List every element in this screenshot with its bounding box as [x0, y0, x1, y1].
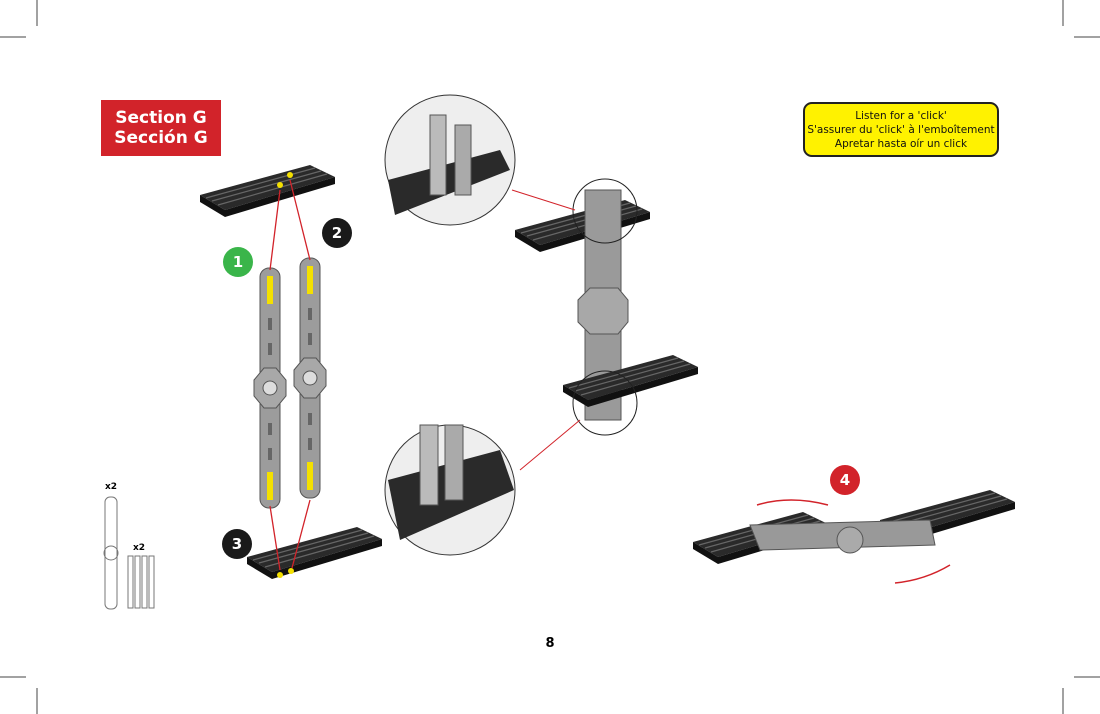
step-4-badge: 4	[830, 465, 860, 495]
note-line-fr: S'assurer du 'click' à l'emboîtement	[807, 123, 995, 136]
detail-top	[384, 94, 516, 226]
section-title-es: Sección G	[114, 128, 208, 148]
rotate-arrows	[756, 499, 951, 584]
long-bar-left	[253, 267, 287, 509]
step-2-badge: 2	[322, 218, 352, 248]
step-1-badge: 1	[223, 247, 253, 277]
detail-bottom	[384, 424, 516, 556]
step-3-badge: 3	[222, 529, 252, 559]
section-badge: Section G Sección G	[101, 100, 221, 156]
section-title-en: Section G	[115, 108, 207, 128]
long-bar-right	[293, 257, 327, 499]
assembled-bottom-plate	[562, 354, 699, 408]
qty-plate: x2	[133, 543, 146, 553]
page-number: 8	[545, 636, 555, 651]
top-plate	[199, 164, 336, 218]
note-line-en: Listen for a 'click'	[855, 109, 947, 122]
assembly-arrows	[269, 179, 311, 571]
bottom-plate	[246, 526, 383, 580]
click-note: Listen for a 'click' S'assurer du 'click…	[803, 102, 999, 157]
parts-inventory	[103, 496, 155, 610]
qty-long-bar: x2	[105, 482, 118, 492]
assembled-top-plate	[514, 199, 651, 253]
note-line-es: Apretar hasta oír un click	[834, 137, 968, 150]
